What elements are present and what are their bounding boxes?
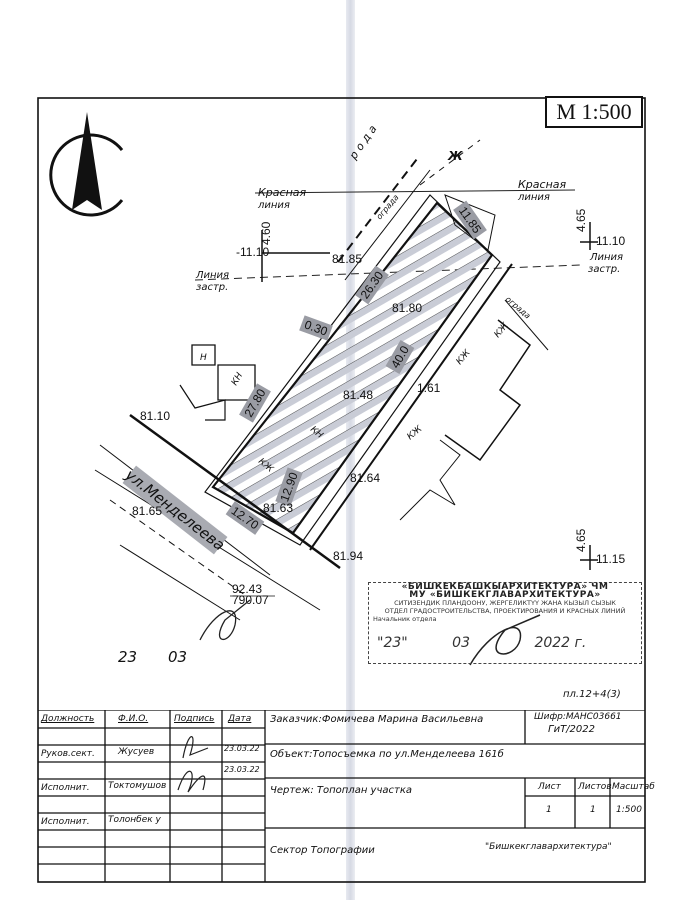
neighbour-building <box>444 319 532 462</box>
build-line-label: застр. <box>588 264 620 275</box>
stamp-line: МУ «БИШКЕКГЛАВАРХИТЕКТУРА» <box>409 590 601 600</box>
fence-label: ограда <box>504 295 532 321</box>
organization: "Бишкекглавархитектура" <box>485 842 612 852</box>
header-date: Дата <box>228 714 252 724</box>
dimension-badges: 11.85 26.30 0.30 40.0 27.80 12.90 12.70 <box>225 200 487 535</box>
dimension-label: 0.30 <box>303 317 330 338</box>
elevation-label: 81.80 <box>392 301 422 315</box>
build-line-label: Линия <box>589 252 623 263</box>
signature <box>469 614 541 666</box>
signature <box>199 599 251 641</box>
stamp-line: «БИШКЕКБАШКЫАРХИТЕКТУРА» ЧМ <box>401 582 609 592</box>
row-name: Жусуев <box>118 747 155 757</box>
elevation-label: 81.85 <box>332 252 362 266</box>
building-code: Н <box>200 353 207 363</box>
title-block: Должность Ф.И.О. Подпись Дата Руков.сект… <box>38 710 655 882</box>
building-code: Ж <box>447 149 463 163</box>
red-line-label: линия <box>517 192 550 203</box>
cipher-year: ГиТ/2022 <box>548 724 595 735</box>
stamp-year: 2022 г. <box>534 635 587 651</box>
title-block-grid <box>38 710 645 882</box>
build-line-label: Линия <box>195 270 229 281</box>
offset-label: 4.65 <box>574 208 588 232</box>
red-line-label: Красная <box>258 186 307 199</box>
row-role: Исполнит. <box>41 783 90 793</box>
row-role: Руков.сект. <box>41 749 95 759</box>
north-arrow-icon <box>49 112 124 217</box>
building-code: КН <box>230 371 245 388</box>
elevation-label: 81.65 <box>132 504 162 518</box>
building-code: КЖ <box>455 348 473 367</box>
red-line-label: Красная <box>518 178 567 191</box>
stamp-line: СИТИЗЕНДИК ПЛАНДООНУ, ЖЕРГЕЛИКТҮҮ ЖАНА К… <box>394 599 616 607</box>
row-role: Исполнит. <box>41 817 90 827</box>
elevation-label: 81.48 <box>343 388 373 402</box>
elevation-label: 81.94 <box>333 549 363 563</box>
sector: Сектор Топографии <box>270 845 375 856</box>
build-line-label: застр. <box>196 282 228 293</box>
header-name: Ф.И.О. <box>118 714 149 724</box>
elevation-label: 81.10 <box>140 409 170 423</box>
sheet-header: Лист <box>538 782 561 792</box>
elevation-label: 1.61 <box>417 381 441 395</box>
elevation-label: 81.63 <box>263 501 293 515</box>
approval-stamp: «БИШКЕКБАШКЫАРХИТЕКТУРА» ЧМ МУ «БИШКЕКГЛ… <box>368 582 642 664</box>
sheet-number: 1 <box>546 805 552 815</box>
row-date: 23.03.22 <box>224 765 260 774</box>
stamp-line: Начальник отдела <box>373 615 437 623</box>
scale-value: 1:500 <box>616 805 642 815</box>
stamp-month: 03 <box>168 648 187 666</box>
offset-label: -11.10 <box>592 234 625 248</box>
stamp-line: ОТДЕЛ ГРАДОСТРОИТЕЛЬСТВА, ПРОЕКТИРОВАНИЯ… <box>384 607 626 615</box>
sheet-reference: пл.12+4(3) <box>563 689 621 700</box>
stamp-day: "23" <box>377 635 408 651</box>
sheets-header: Листов <box>578 782 612 792</box>
stamp-month: 03 <box>452 635 470 651</box>
offset-label: 4.60 <box>259 221 273 245</box>
header-signature: Подпись <box>174 714 215 724</box>
neighbour-building <box>399 439 461 521</box>
cipher: Шифр:МАНС03661 <box>534 712 622 722</box>
building-code: КЖ <box>406 424 425 442</box>
object: Объект:Топосъемка по ул.Менделеева 161б <box>270 749 504 760</box>
road-label: р о д а <box>346 122 379 162</box>
building-code: КЖ <box>493 321 511 340</box>
scale-header: Масштаб <box>612 782 655 792</box>
signature <box>177 736 209 793</box>
drawing-frame <box>37 97 646 883</box>
red-line-label: линия <box>257 200 290 211</box>
scale-badge: M 1:500 <box>545 96 643 128</box>
elevation-label: 81.64 <box>350 471 380 485</box>
header-position: Должность <box>41 714 95 724</box>
drawing-title: Чертеж: Топоплан участка <box>270 785 412 796</box>
coordinate-label: 92.43 <box>232 582 262 596</box>
stamp-day: 23 <box>118 648 137 666</box>
coordinate-label: 790.07 <box>232 593 269 607</box>
row-name: Токтомушов <box>108 781 167 791</box>
sheets-count: 1 <box>590 805 596 815</box>
offset-label: -11.10 <box>236 245 269 259</box>
neighbour-building <box>191 344 216 366</box>
row-date: 23.03.22 <box>224 744 260 753</box>
offset-label: 4.65 <box>574 528 588 552</box>
offset-label: -11.15 <box>592 552 625 566</box>
customer: Заказчик:Фомичева Марина Васильевна <box>270 714 484 725</box>
row-name: Толонбек у <box>108 815 161 825</box>
